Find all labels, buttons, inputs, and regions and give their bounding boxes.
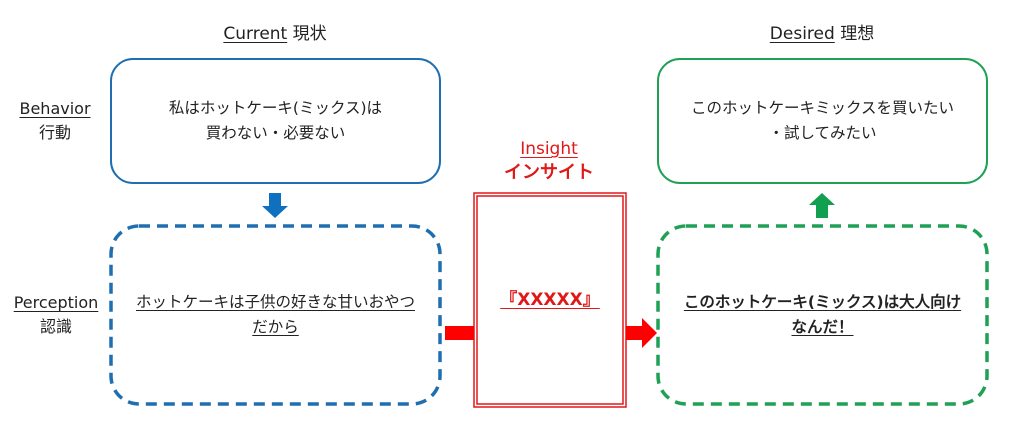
text-line: ・試してみたい — [768, 124, 877, 142]
text-line: 買わない・必要ない — [205, 124, 346, 142]
insight-label-ja: インサイト — [504, 162, 594, 183]
current-perception-box — [109, 224, 442, 406]
behavior-label-en: Behavior — [19, 99, 91, 118]
current-header: Current 現状 — [223, 19, 326, 44]
current-perception-text: ホットケーキは子供の好きな甘いおやつ だから — [111, 226, 440, 404]
insight-value: 『XXXXX』 — [500, 289, 600, 310]
insight-text: 『XXXXX』 — [477, 196, 623, 404]
right-arrow-icon — [626, 318, 657, 348]
desired-perception-box — [656, 224, 989, 406]
insight-box-outer — [473, 192, 627, 408]
current-behavior-text: 私はホットケーキ(ミックス)は 買わない・必要ない — [111, 59, 440, 183]
down-arrow-icon — [262, 193, 288, 218]
text-line: 私はホットケーキ(ミックス)は — [168, 99, 383, 117]
text-line: なんだ！ — [791, 318, 854, 336]
desired-behavior-box — [657, 58, 988, 184]
text-line: ホットケーキは子供の好きな甘いおやつ — [135, 293, 415, 311]
desired-behavior-text: このホットケーキミックスを買いたい ・試してみたい — [658, 59, 987, 183]
current-header-en: Current — [223, 24, 288, 44]
insight-label-en: Insight — [520, 139, 578, 159]
desired-perception-text: このホットケーキ(ミックス)は大人向け なんだ！ — [658, 226, 987, 404]
up-arrow-icon — [809, 193, 835, 218]
current-header-ja: 現状 — [292, 24, 327, 44]
text-line: このホットケーキ(ミックス)は大人向け — [683, 293, 962, 311]
perception-label-en: Perception — [13, 293, 99, 312]
insight-box-inner — [476, 195, 624, 405]
perception-label-ja: 認識 — [39, 317, 72, 336]
text-line: だから — [252, 318, 299, 336]
behavior-label-ja: 行動 — [38, 123, 72, 142]
text-line: このホットケーキミックスを買いたい — [690, 99, 955, 117]
desired-header-ja: 理想 — [840, 24, 875, 44]
desired-header: Desired 理想 — [770, 19, 874, 44]
left-connector-arrow — [445, 326, 474, 340]
behavior-row-label: Behavior 行動 — [19, 97, 90, 145]
current-behavior-box — [110, 58, 441, 184]
perception-row-label: Perception 認識 — [14, 291, 99, 339]
insight-label: Insight インサイト — [504, 137, 594, 185]
desired-header-en: Desired — [769, 24, 835, 44]
